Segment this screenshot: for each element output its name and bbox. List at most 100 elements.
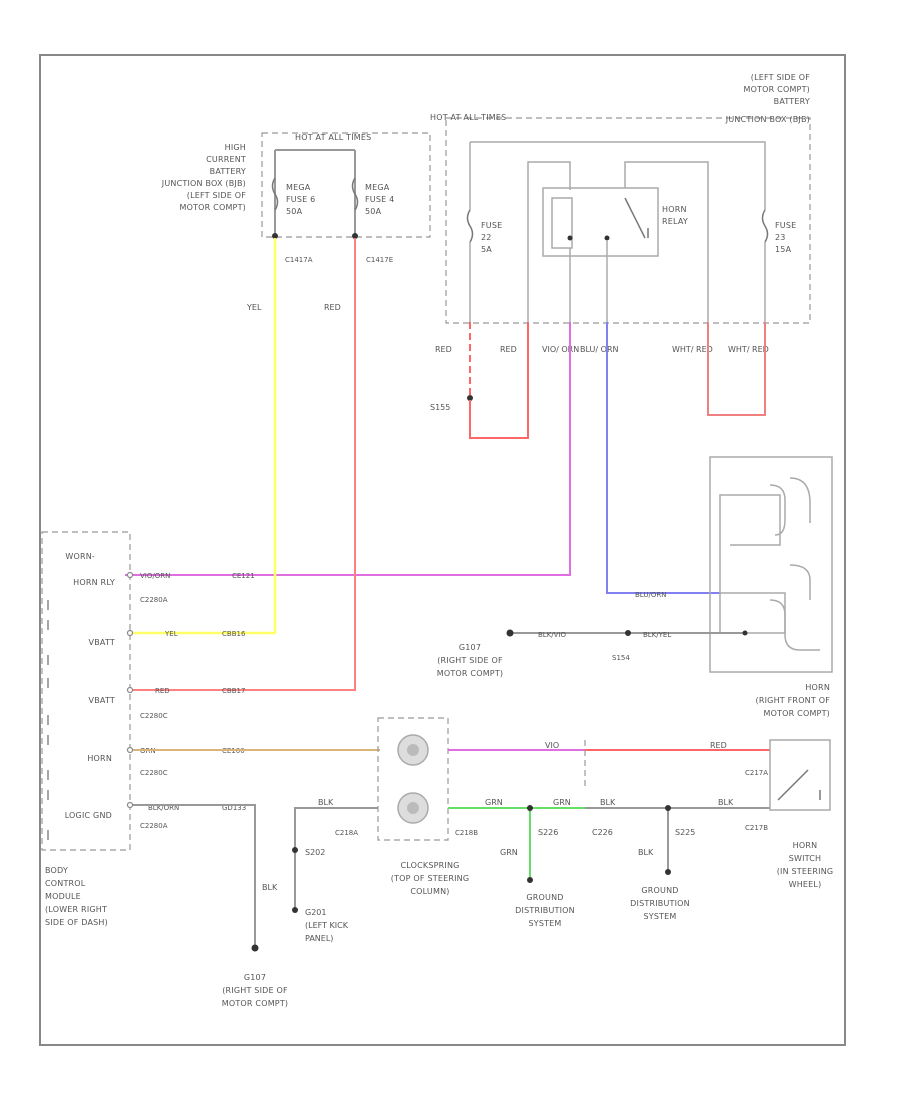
- wire-red-label: RED: [324, 303, 341, 312]
- svg-text:15A: 15A: [775, 245, 792, 254]
- clockspring-box: [377, 717, 449, 841]
- mega-fuse-6: MEGA FUSE 6 50A: [271, 177, 315, 216]
- svg-text:(TOP OF STEERING: (TOP OF STEERING: [391, 874, 470, 883]
- svg-text:CURRENT: CURRENT: [206, 155, 246, 164]
- svg-text:(RIGHT FRONT OF: (RIGHT FRONT OF: [756, 696, 831, 705]
- svg-text:G107: G107: [244, 973, 266, 982]
- svg-text:BLK: BLK: [638, 848, 654, 857]
- g107-label: G107 (RIGHT SIDE OF MOTOR COMPT): [437, 643, 503, 678]
- svg-text:5A: 5A: [481, 245, 492, 254]
- wire-red-right: RED: [500, 345, 517, 354]
- svg-text:BLK/ORN: BLK/ORN: [148, 804, 179, 812]
- svg-text:(LOWER RIGHT: (LOWER RIGHT: [45, 905, 107, 914]
- yel-wire: [130, 238, 277, 635]
- svg-text:BLK/VIO: BLK/VIO: [538, 631, 567, 639]
- wire-blu-orn: BLU/ ORN: [580, 345, 618, 354]
- svg-text:SWITCH: SWITCH: [789, 854, 822, 863]
- svg-text:FUSE: FUSE: [481, 221, 502, 230]
- svg-text:BATTERY: BATTERY: [774, 97, 810, 106]
- g107b-label: G107 (RIGHT SIDE OF MOTOR COMPT): [222, 973, 289, 1008]
- wire-wht-red-1: WHT/ RED: [672, 345, 713, 354]
- red-wire: [130, 238, 356, 691]
- svg-text:HORN: HORN: [805, 683, 830, 692]
- svg-text:MODULE: MODULE: [45, 892, 81, 901]
- svg-text:HORN: HORN: [793, 841, 818, 850]
- svg-text:VBATT: VBATT: [89, 696, 115, 705]
- vio-orn-wire: [125, 322, 571, 576]
- svg-text:WORN-: WORN-: [65, 552, 95, 561]
- red-loop-wire: [469, 322, 529, 439]
- svg-text:G107: G107: [459, 643, 481, 652]
- svg-text:RED: RED: [155, 687, 170, 695]
- svg-text:CLOCKSPRING: CLOCKSPRING: [400, 861, 459, 870]
- svg-text:C226: C226: [592, 828, 613, 837]
- svg-text:WHEEL): WHEEL): [789, 880, 822, 889]
- svg-text:S154: S154: [612, 654, 630, 662]
- svg-text:VBATT: VBATT: [89, 638, 115, 647]
- svg-text:MOTOR COMPT): MOTOR COMPT): [222, 999, 289, 1008]
- svg-text:C218A: C218A: [335, 829, 358, 837]
- svg-text:SIDE OF DASH): SIDE OF DASH): [45, 918, 108, 927]
- svg-text:MEGA: MEGA: [365, 183, 390, 192]
- gds2-label: GROUND DISTRIBUTION SYSTEM: [630, 886, 689, 921]
- svg-text:RED: RED: [710, 741, 727, 750]
- svg-text:GD133: GD133: [222, 804, 246, 812]
- svg-text:FUSE: FUSE: [775, 221, 796, 230]
- svg-text:VIO: VIO: [545, 741, 559, 750]
- bcm-conns: C2280A C2280C C2280C C2280A: [140, 596, 168, 830]
- svg-text:HORN RLY: HORN RLY: [73, 578, 115, 587]
- wire-vio-orn: VIO/ ORN: [542, 345, 579, 354]
- mega-fuse-4: MEGA FUSE 4 50A: [351, 177, 394, 216]
- svg-text:(LEFT SIDE OF: (LEFT SIDE OF: [187, 191, 246, 200]
- hc-title: HIGH CURRENT BATTERY JUNCTION BOX (BJB) …: [161, 143, 246, 212]
- svg-text:GRN: GRN: [485, 798, 503, 807]
- hc-conn-b: C1417E: [366, 256, 393, 264]
- wire-yel-label: YEL: [246, 303, 262, 312]
- svg-text:(RIGHT SIDE OF: (RIGHT SIDE OF: [222, 986, 288, 995]
- svg-text:LOGIC GND: LOGIC GND: [65, 811, 112, 820]
- gds1-label: GROUND DISTRIBUTION SYSTEM: [515, 893, 575, 928]
- horn-switch-title: HORN SWITCH (IN STEERING WHEEL): [777, 841, 833, 889]
- svg-text:C2280A: C2280A: [140, 596, 168, 604]
- clockspring-title: CLOCKSPRING (TOP OF STEERING COLUMN): [391, 861, 470, 896]
- svg-text:BLK: BLK: [718, 798, 734, 807]
- svg-text:GRN: GRN: [500, 848, 518, 857]
- svg-text:MOTOR COMPT): MOTOR COMPT): [179, 203, 246, 212]
- svg-text:HORN: HORN: [87, 754, 112, 763]
- splice-s155: S155: [430, 403, 450, 412]
- svg-text:C2280A: C2280A: [140, 822, 168, 830]
- svg-text:BLK: BLK: [318, 798, 334, 807]
- svg-text:C2280C: C2280C: [140, 712, 168, 720]
- svg-text:GROUND: GROUND: [641, 886, 678, 895]
- svg-text:RELAY: RELAY: [662, 217, 688, 226]
- bjb-box: [445, 117, 811, 324]
- svg-text:PANEL): PANEL): [305, 934, 333, 943]
- svg-text:CBB16: CBB16: [222, 630, 246, 638]
- svg-text:MOTOR COMPT): MOTOR COMPT): [763, 709, 830, 718]
- svg-text:JUNCTION BOX (BJB): JUNCTION BOX (BJB): [725, 115, 810, 124]
- hc-hot-label: HOT AT ALL TIMES: [295, 133, 371, 142]
- fuse-23: FUSE 23 15A: [761, 209, 796, 254]
- bjb-hot-label: HOT AT ALL TIMES: [430, 113, 506, 122]
- svg-text:(LEFT KICK: (LEFT KICK: [305, 921, 349, 930]
- svg-text:C217B: C217B: [745, 824, 768, 832]
- svg-text:CONTROL: CONTROL: [45, 879, 86, 888]
- svg-text:BLK: BLK: [600, 798, 616, 807]
- svg-text:FUSE 4: FUSE 4: [365, 195, 394, 204]
- svg-text:DISTRIBUTION: DISTRIBUTION: [515, 906, 575, 915]
- svg-text:JUNCTION BOX (BJB): JUNCTION BOX (BJB): [161, 179, 246, 188]
- svg-text:HIGH: HIGH: [225, 143, 246, 152]
- svg-text:GRN: GRN: [553, 798, 571, 807]
- svg-text:(LEFT SIDE OF: (LEFT SIDE OF: [751, 73, 810, 82]
- svg-text:BLK: BLK: [262, 883, 278, 892]
- svg-text:BODY: BODY: [45, 866, 68, 875]
- hc-conn-a: C1417A: [285, 256, 313, 264]
- horn-switch: [769, 739, 831, 811]
- svg-text:FUSE 6: FUSE 6: [286, 195, 315, 204]
- horn-component: [709, 456, 833, 673]
- svg-text:S202: S202: [305, 848, 325, 857]
- svg-text:SYSTEM: SYSTEM: [643, 912, 676, 921]
- svg-text:(RIGHT SIDE OF: (RIGHT SIDE OF: [437, 656, 503, 665]
- bcm-title: BODY CONTROL MODULE (LOWER RIGHT SIDE OF…: [45, 866, 108, 927]
- svg-text:BATTERY: BATTERY: [210, 167, 246, 176]
